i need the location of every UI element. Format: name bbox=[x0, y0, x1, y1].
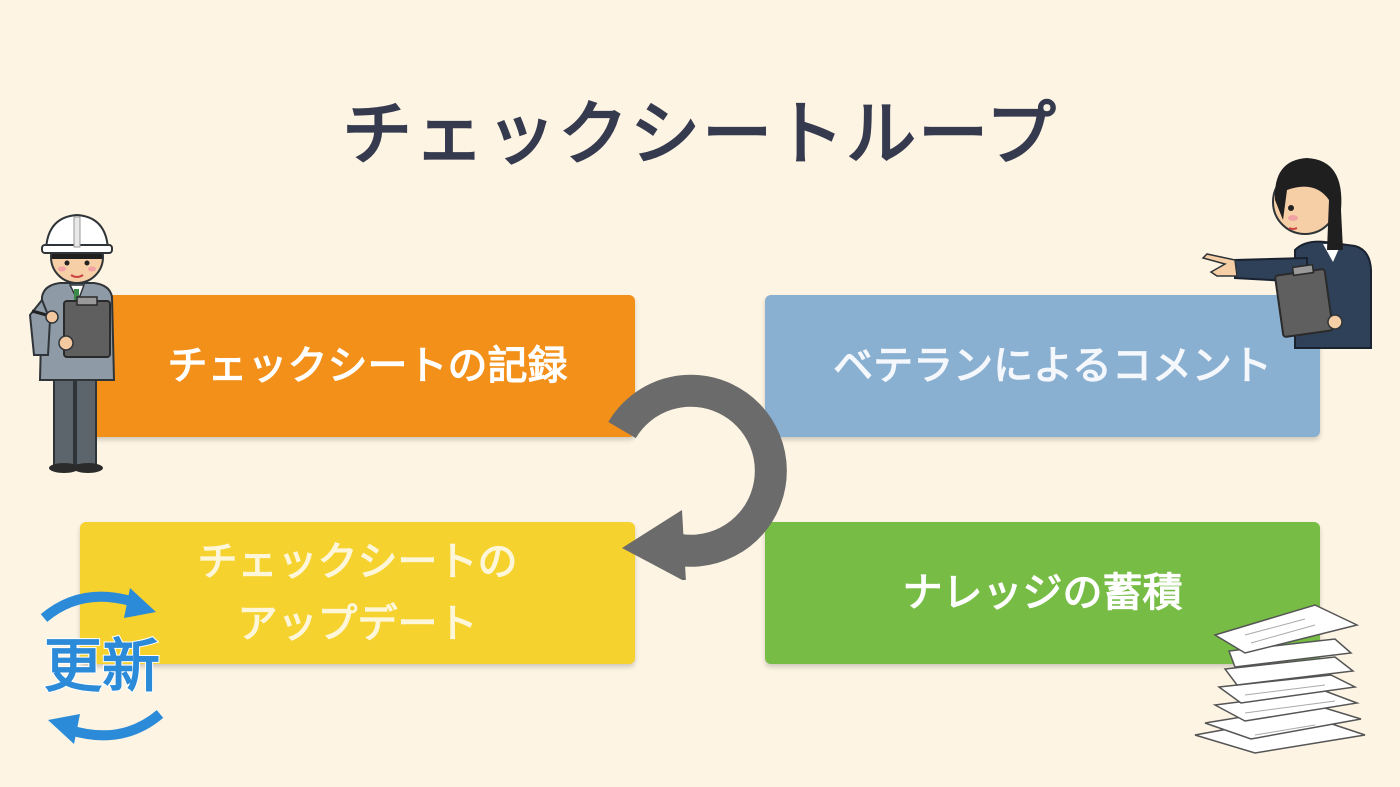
step-knowledge-label: ナレッジの蓄積 bbox=[902, 570, 1183, 616]
step-update-label-line1: チェックシートの bbox=[197, 539, 518, 585]
veteran-pointing-illustration bbox=[1201, 158, 1372, 349]
step-comment-box: ベテランによるコメント bbox=[765, 295, 1320, 437]
step-update-label: チェックシートの アップデート bbox=[198, 531, 518, 655]
step-record-label: チェックシートの記録 bbox=[167, 343, 568, 389]
update-icon-text: 更新 bbox=[44, 632, 160, 700]
step-update-label-line2: アップデート bbox=[237, 601, 478, 647]
update-refresh-icon: 更新 bbox=[40, 588, 164, 744]
loop-arrow-icon bbox=[608, 374, 787, 580]
paper-stack-illustration bbox=[1194, 604, 1366, 754]
step-update-box: チェックシートの アップデート bbox=[80, 522, 635, 664]
worker-with-clipboard-illustration bbox=[28, 213, 116, 473]
page-title: チェックシートループ bbox=[342, 93, 1058, 175]
step-comment-label: ベテランによるコメント bbox=[833, 343, 1272, 389]
step-record-box: チェックシートの記録 bbox=[80, 295, 635, 437]
